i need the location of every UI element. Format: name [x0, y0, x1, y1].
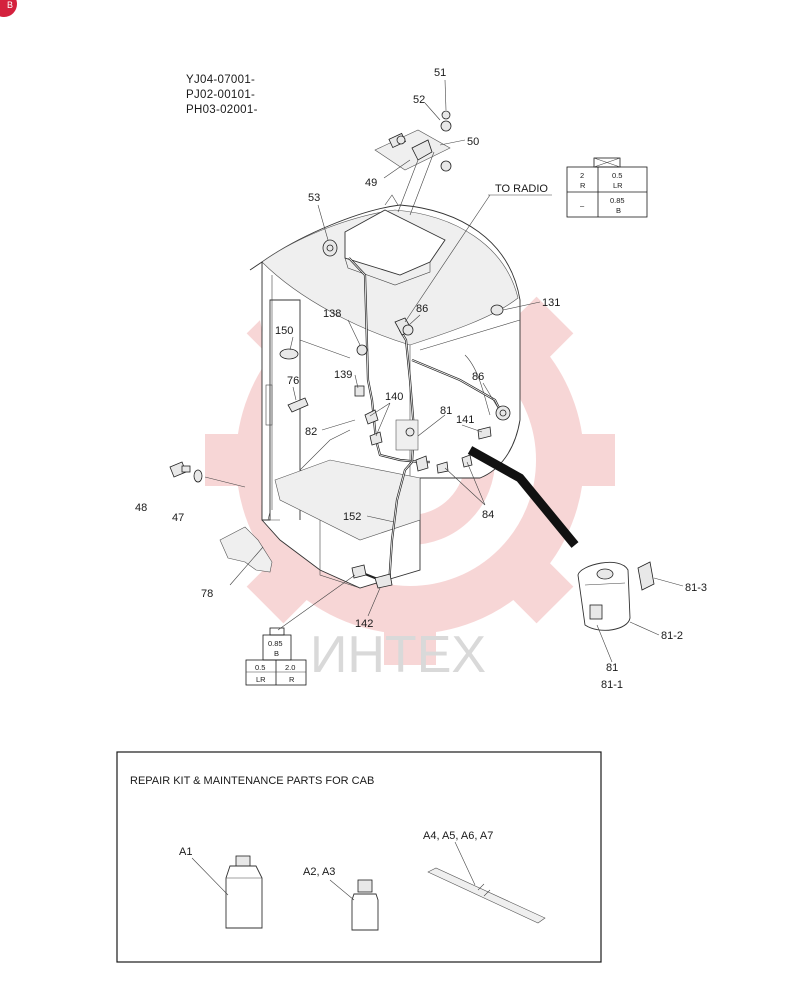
part-label-52: 52: [413, 94, 425, 106]
seal-strip-icon: [427, 867, 546, 924]
to-radio-label: TO RADIO: [495, 183, 548, 195]
part-label-81-cab: 81: [440, 405, 452, 417]
part-label-81-tank: 81: [606, 662, 618, 674]
part-label-131: 131: [542, 297, 560, 309]
part-label-78: 78: [201, 588, 213, 600]
part-label-139: 139: [334, 369, 352, 381]
wire-color-bottom-right: R: [289, 675, 295, 684]
part-label-47: 47: [172, 512, 184, 524]
serial-code-1: YJ04-07001-: [186, 74, 255, 86]
part-label-142: 142: [355, 618, 373, 630]
part-label-141: 141: [456, 414, 474, 426]
part-label-86-upper: 86: [416, 303, 428, 315]
part-label-140: 140: [385, 391, 403, 403]
part-label-81-1: 81-1: [601, 679, 623, 691]
wire-color-top-1: R: [580, 181, 586, 190]
part-label-81-3: 81-3: [685, 582, 707, 594]
kit-label-a1: A1: [179, 846, 192, 858]
wire-gauge-top-3: –: [580, 201, 585, 210]
part-label-76: 76: [287, 375, 299, 387]
part-label-138: 138: [323, 308, 341, 320]
wire-gauge-top-1: 2: [580, 171, 584, 180]
wire-color-top-2: LR: [613, 181, 623, 190]
repair-kit-box: REPAIR KIT & MAINTENANCE PARTS FOR CAB A…: [116, 751, 602, 963]
part-label-82: 82: [305, 426, 317, 438]
repair-kit-title: REPAIR KIT & MAINTENANCE PARTS FOR CAB: [130, 775, 374, 787]
part-label-150: 150: [275, 325, 293, 337]
leader-lines: [229, 79, 684, 663]
corner-badge-text: B: [7, 0, 13, 10]
kit-label-a4-a7: A4, A5, A6, A7: [423, 830, 493, 842]
bolt-48-icon: [169, 461, 246, 488]
plate-78-icon: [219, 526, 273, 573]
part-label-53: 53: [308, 192, 320, 204]
serial-code-3: PH03-02001-: [186, 104, 258, 116]
part-label-84: 84: [482, 509, 494, 521]
kit-label-a2-a3: A2, A3: [303, 866, 335, 878]
bottle-a2-a3-icon: [351, 879, 379, 931]
part-label-152: 152: [343, 511, 361, 523]
part-label-51: 51: [434, 67, 446, 79]
part-label-50: 50: [467, 136, 479, 148]
upper-bracket-assembly: [374, 110, 452, 216]
cab-components: [279, 239, 511, 589]
part-label-49: 49: [365, 177, 377, 189]
washer-tank-icon: [577, 561, 655, 631]
wire-table-top: 2 R 0.5 LR – 0.85 B: [566, 157, 648, 218]
wire-table-bottom: 0.85 B 0.5 LR 2.0 R: [245, 627, 307, 686]
part-label-86-lower: 86: [472, 371, 484, 383]
part-label-48: 48: [135, 502, 147, 514]
serial-code-2: PJ02-00101-: [186, 89, 255, 101]
wire-gauge-top-2: 0.5: [612, 171, 622, 180]
wire-color-bottom-left: LR: [256, 675, 266, 684]
bottle-a1-icon: [225, 855, 263, 929]
corner-badge: B: [0, 0, 17, 17]
wire-color-bottom-top: B: [274, 649, 279, 658]
watermark-text: ИНТЕХ: [310, 626, 486, 684]
part-label-81-2: 81-2: [661, 630, 683, 642]
wire-gauge-bottom-top: 0.85: [268, 639, 283, 648]
wire-gauge-bottom-right: 2.0: [285, 663, 295, 672]
wire-harness: [348, 257, 579, 586]
wire-gauge-top-4: 0.85: [610, 196, 625, 205]
wire-gauge-bottom-left: 0.5: [255, 663, 265, 672]
wire-color-top-4: B: [616, 206, 621, 215]
